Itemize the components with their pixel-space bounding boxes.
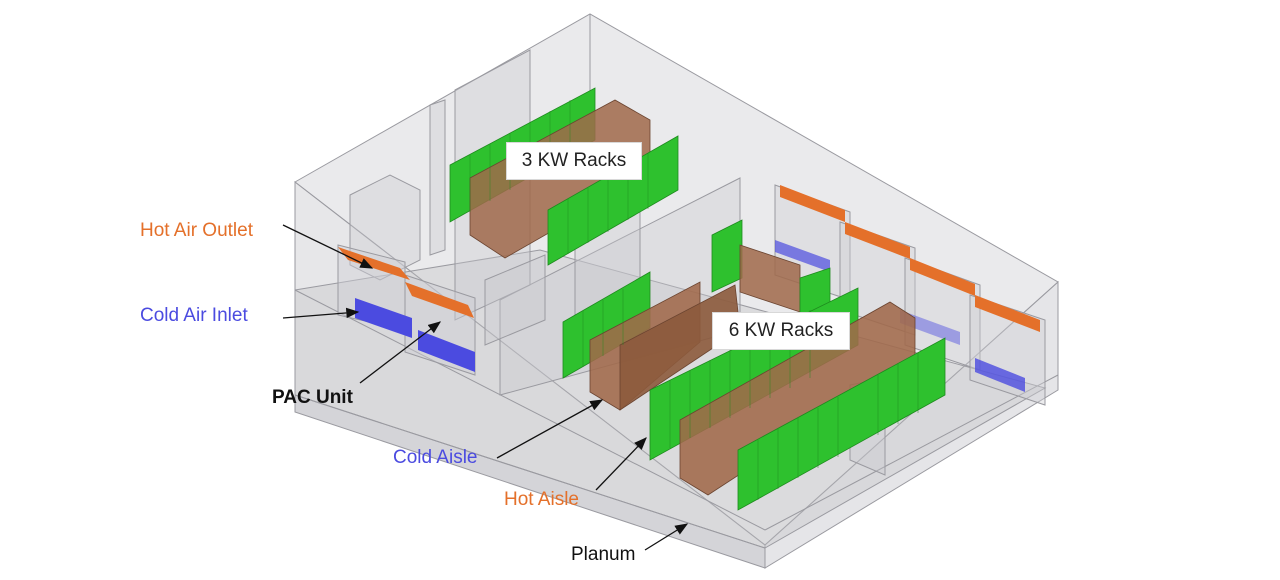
arrow-pac-unit: [359, 321, 442, 384]
hot-outlet-left-1: [338, 247, 410, 280]
arrow-cold-air-inlet: [282, 307, 360, 319]
label-cold-air-inlet: Cold Air Inlet: [140, 305, 248, 326]
label-cold-aisle: Cold Aisle: [393, 447, 478, 468]
hot-outlet-left-2: [405, 282, 474, 318]
cold-inlet-right-1: [775, 240, 830, 272]
rack-6kw-green-3: [737, 337, 946, 511]
label-3kw-racks: 3 KW Racks: [506, 142, 642, 180]
label-hot-air-outlet: Hot Air Outlet: [140, 220, 253, 241]
arrow-hot-aisle: [595, 437, 647, 491]
callout-arrows: [282, 224, 689, 551]
room-right-wall: [764, 280, 1059, 569]
label-pac-unit: PAC Unit: [272, 387, 353, 408]
label-hot-aisle: Hot Aisle: [504, 489, 579, 510]
arrow-planum: [644, 523, 689, 551]
hot-outlet-right-1: [780, 185, 845, 222]
label-planum: Planum: [571, 544, 636, 565]
arrow-hot-air-outlet: [282, 224, 374, 269]
label-6kw-racks: 6 KW Racks: [712, 312, 850, 350]
hot-outlet-right-3: [910, 258, 975, 296]
hot-outlet-right-4: [975, 295, 1040, 332]
cold-inlet-left-1: [355, 298, 412, 338]
cold-inlet-right-2: [975, 358, 1025, 392]
cold-inlet-left-2: [418, 330, 475, 372]
hot-outlet-right-2: [845, 222, 910, 259]
arrow-cold-aisle: [496, 399, 604, 459]
